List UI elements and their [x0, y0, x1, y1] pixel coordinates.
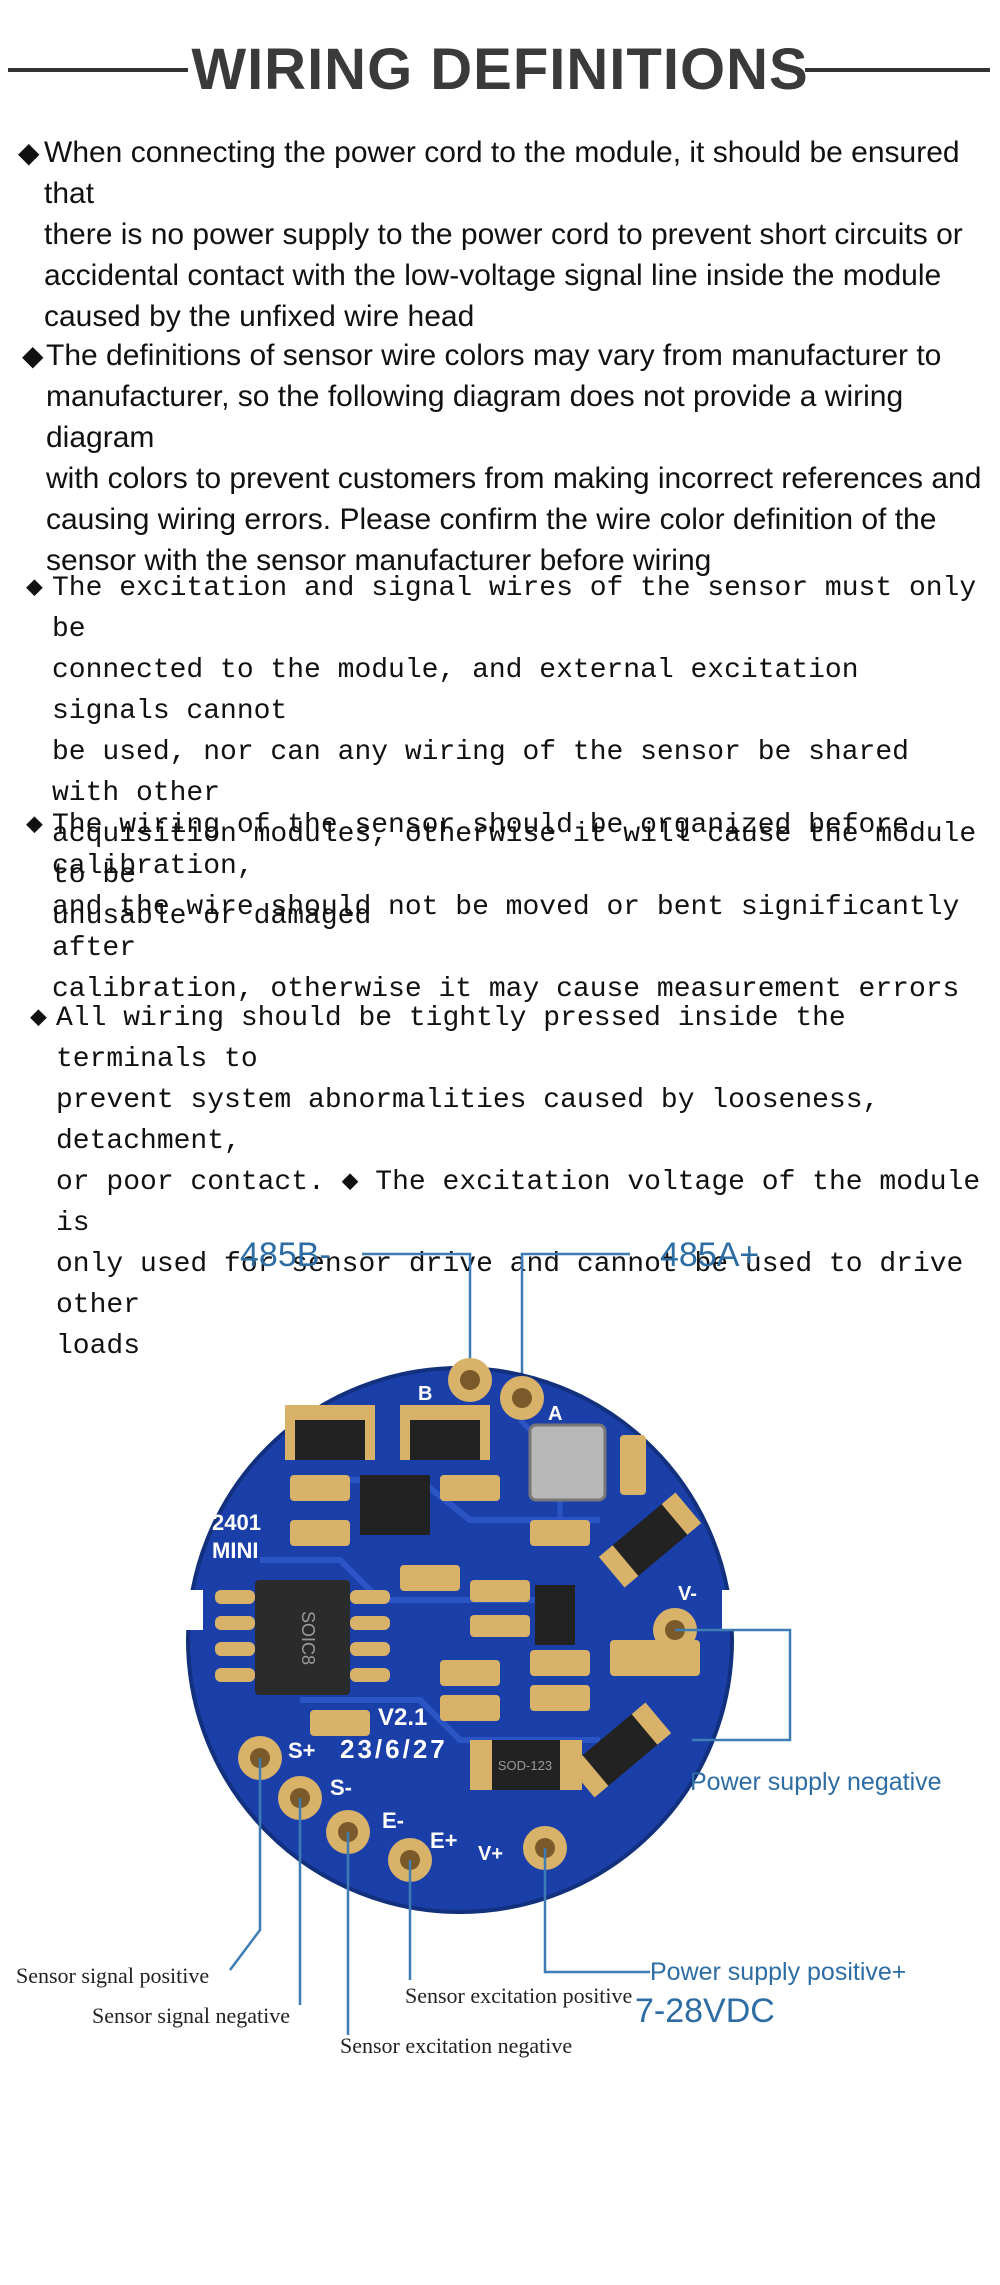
leader-power-negative — [675, 1628, 792, 1742]
bullet-diamond-icon: ◆ — [26, 810, 43, 841]
label-485a: 485A+ — [660, 1236, 759, 1274]
pad-sn-label: S- — [330, 1775, 352, 1800]
wiring-note-4: ◆ The wiring of the sensor should be org… — [26, 805, 996, 1005]
board-model-sub: MINI — [212, 1538, 258, 1563]
pcb-board: SOIC8 — [183, 1358, 742, 1914]
label-485b: 485B- — [240, 1236, 331, 1274]
wiring-diagram: 485B- 485A+ — [0, 1220, 1000, 2120]
pad-sp-label: S+ — [288, 1738, 316, 1763]
wiring-note-5-text: All wiring should be tightly pressed ins… — [56, 1003, 981, 1362]
wiring-note-1-text: When connecting the power cord to the mo… — [44, 136, 963, 333]
pad-a-label: A — [548, 1403, 562, 1425]
title-divider-left — [8, 68, 188, 72]
wiring-note-2-text: The definitions of sensor wire colors ma… — [46, 339, 982, 577]
wiring-diagram-svg: 485B- 485A+ — [16, 1236, 942, 2058]
board-model: 2401 — [212, 1510, 261, 1535]
diode — [480, 1740, 570, 1790]
leader-485b — [362, 1252, 472, 1370]
soic8-chip — [255, 1580, 350, 1695]
label-power-positive: Power supply positive+ — [650, 1958, 906, 1986]
wiring-note-3-text: The excitation and signal wires of the s… — [52, 573, 977, 932]
label-sensor-excitation-negative: Sensor excitation negative — [340, 2033, 572, 2058]
pad-vneg-label: V- — [678, 1583, 697, 1605]
board-date: 23/6/27 — [340, 1734, 448, 1764]
board-version: V2.1 — [378, 1704, 427, 1731]
page-title: WIRING DEFINITIONS — [191, 37, 809, 102]
label-sensor-excitation-positive: Sensor excitation positive — [405, 1983, 632, 2008]
bullet-diamond-icon: ◆ — [30, 1003, 47, 1034]
wiring-note-2: ◆ The definitions of sensor wire colors … — [22, 335, 997, 577]
leader-power-positive — [543, 1848, 650, 1974]
pad-vpos-label: V+ — [478, 1843, 503, 1865]
leader-sensor-signal-positive — [229, 1758, 262, 1971]
wiring-note-5: ◆ All wiring should be tightly pressed i… — [30, 998, 990, 1362]
inductor — [528, 1423, 607, 1502]
pad-ep-label: E+ — [430, 1828, 458, 1853]
leader-485a — [520, 1252, 630, 1390]
wiring-note-4-text: The wiring of the sensor should be organ… — [52, 810, 960, 1005]
pad-en-label: E- — [382, 1808, 404, 1833]
bullet-diamond-icon: ◆ — [22, 340, 44, 371]
pad-b-label: B — [418, 1383, 432, 1405]
title-row: WIRING DEFINITIONS — [0, 30, 1000, 110]
wiring-note-3: ◆ The excitation and signal wires of the… — [26, 568, 996, 932]
chip-label: SOIC8 — [298, 1611, 318, 1665]
label-voltage-range: 7-28VDC — [635, 1992, 775, 2030]
label-sensor-signal-positive: Sensor signal positive — [16, 1963, 209, 1988]
wiring-note-1: ◆ When connecting the power cord to the … — [18, 132, 993, 333]
bullet-diamond-icon: ◆ — [26, 573, 43, 604]
diode-label: SOD-123 — [498, 1758, 552, 1773]
title-divider-right — [805, 68, 990, 72]
bullet-diamond-icon: ◆ — [18, 137, 40, 168]
label-sensor-signal-negative: Sensor signal negative — [92, 2003, 290, 2028]
label-power-negative: Power supply negative — [690, 1768, 942, 1796]
